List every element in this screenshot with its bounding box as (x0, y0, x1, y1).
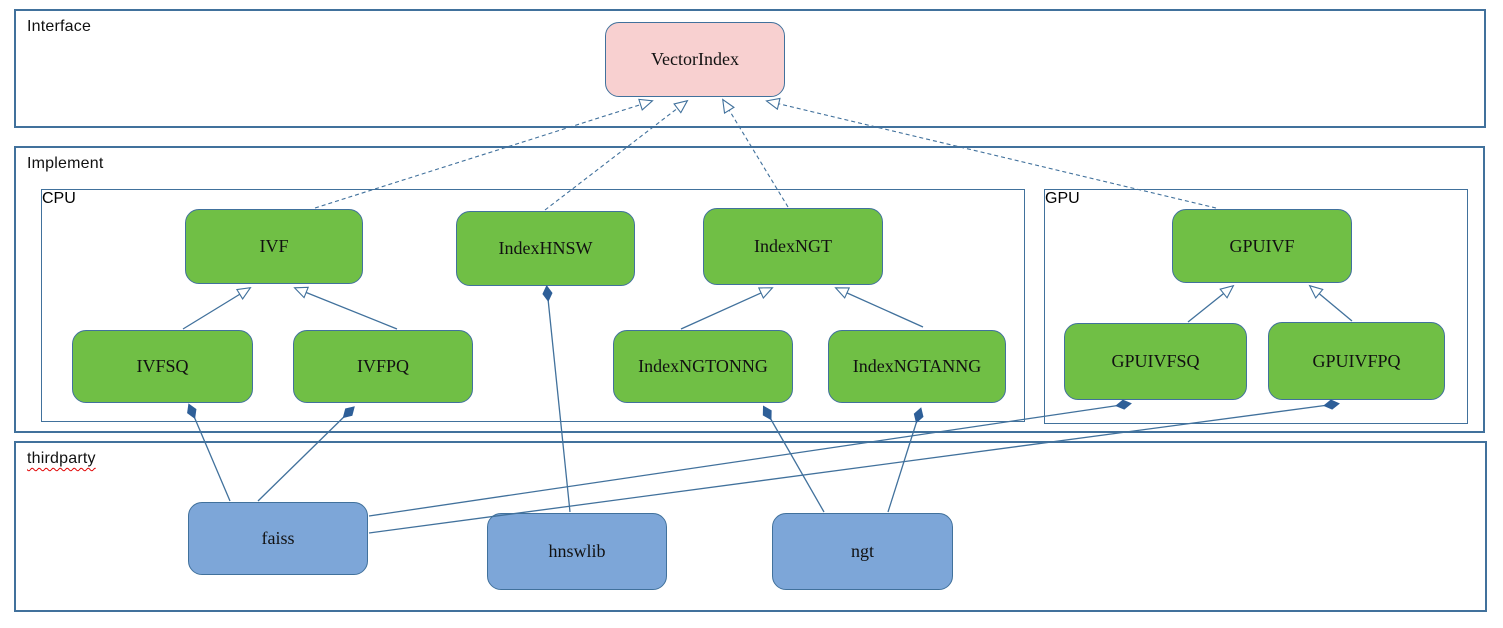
node-ivfpq-label: IVFPQ (356, 356, 409, 376)
node-vectorindex-label: VectorIndex (651, 49, 739, 69)
node-gpuivf[interactable]: GPUIVF (1172, 209, 1352, 283)
gpu-container-label: GPU (1045, 190, 1080, 207)
node-ngt-label: ngt (850, 541, 874, 561)
node-faiss[interactable]: faiss (188, 502, 368, 575)
node-ivf-label: IVF (259, 236, 289, 256)
node-gpuivfpq-label: GPUIVFPQ (1312, 350, 1401, 371)
interface-container-label: Interface (27, 18, 92, 35)
node-indexhnsw[interactable]: IndexHNSW (456, 211, 635, 286)
node-vectorindex[interactable]: VectorIndex (605, 22, 785, 97)
implement-container-label: Implement (27, 155, 104, 172)
node-hnswlib[interactable]: hnswlib (487, 513, 667, 590)
node-ivfpq[interactable]: IVFPQ (293, 330, 473, 403)
node-gpuivfpq[interactable]: GPUIVFPQ (1268, 322, 1445, 400)
node-ivfsq[interactable]: IVFSQ (72, 330, 253, 403)
node-indexngtonng[interactable]: IndexNGTONNG (613, 330, 793, 403)
cpu-container-label: CPU (42, 190, 76, 207)
node-gpuivfsq-label: GPUIVFSQ (1111, 351, 1200, 371)
node-ngt[interactable]: ngt (772, 513, 953, 590)
node-faiss-label: faiss (261, 528, 295, 548)
node-indexngt[interactable]: IndexNGT (703, 208, 883, 285)
node-ivfsq-label: IVFSQ (136, 356, 189, 376)
node-indexngtanng-label: IndexNGTANNG (852, 356, 982, 376)
node-indexhnsw-label: IndexHNSW (498, 238, 593, 258)
node-indexngtanng[interactable]: IndexNGTANNG (828, 330, 1006, 403)
node-indexngtonng-label: IndexNGTONNG (638, 356, 768, 376)
node-gpuivf-label: GPUIVF (1229, 235, 1295, 256)
thirdparty-container-label: thirdparty (27, 450, 96, 467)
node-hnswlib-label: hnswlib (548, 541, 606, 561)
node-gpuivfsq[interactable]: GPUIVFSQ (1064, 323, 1247, 400)
node-indexngt-label: IndexNGT (754, 236, 832, 256)
node-ivf[interactable]: IVF (185, 209, 363, 284)
